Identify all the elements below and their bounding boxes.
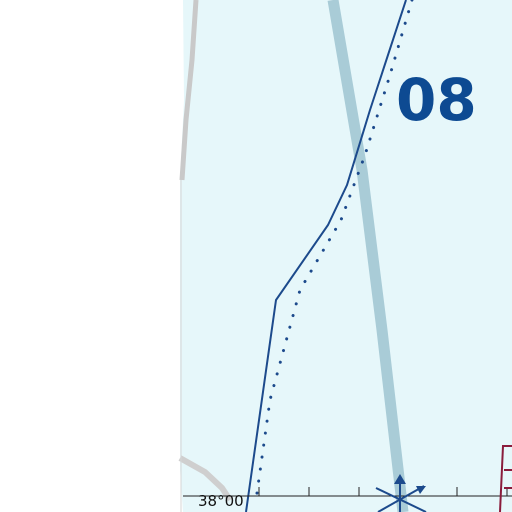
airway-band — [327, 0, 409, 512]
area-number-label: 08 — [396, 66, 477, 134]
navaid-star-icon — [375, 474, 427, 512]
dotted-boundary-line — [254, 0, 414, 502]
latitude-label: 38°00 — [198, 492, 244, 510]
restricted-area-marker — [504, 469, 512, 489]
coastline-shadow-lower — [178, 455, 233, 502]
water-area — [180, 0, 512, 512]
latitude-graticule — [183, 487, 512, 497]
restricted-area-boundary — [499, 445, 512, 512]
coastline-shadow — [179, 0, 199, 181]
boundary-line — [245, 0, 407, 512]
